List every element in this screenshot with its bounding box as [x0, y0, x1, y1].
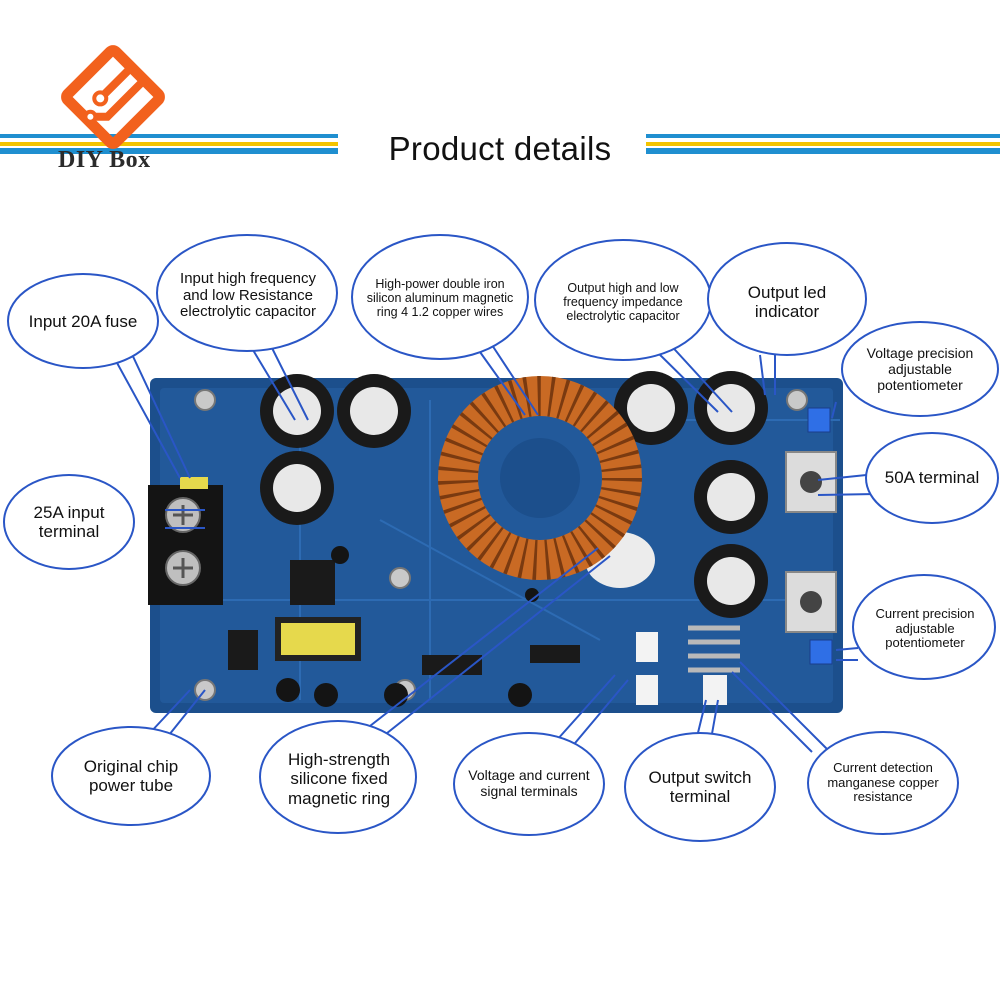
callout-power-tube: Original chip power tube: [83, 756, 179, 795]
brand-name: DIY Box: [58, 147, 151, 173]
callout-output-capacitor: Output high and low frequency impedance …: [563, 281, 683, 323]
callout-silicone-ring: High-strength silicone fixed magnetic ri…: [287, 750, 391, 808]
header-stripe-right: [646, 134, 1000, 158]
callout-50a-terminal: 50A terminal: [884, 468, 980, 488]
callout-magnetic-ring: High-power double iron silicon aluminum …: [366, 277, 514, 319]
callout-shunt-resistance: Current detection manganese copper resis…: [827, 760, 939, 805]
callout-signal-terminals: Voltage and current signal terminals: [468, 767, 590, 799]
potentiometers: [807, 407, 833, 665]
callout-switch-terminal: Output switch terminal: [648, 767, 752, 806]
callout-bubbles: [3, 234, 999, 842]
input-terminal-block: [148, 477, 223, 605]
callout-current-potentiometer: Current precision adjustable potentiomet…: [875, 606, 975, 651]
callout-output-led: Output led indicator: [747, 282, 827, 321]
callout-input-capacitor: Input high frequency and low Resistance …: [180, 269, 316, 321]
callout-input-terminal: 25A input terminal: [33, 502, 105, 541]
callout-voltage-potentiometer: Voltage precision adjustable potentiomet…: [866, 345, 974, 393]
callout-input-fuse: Input 20A fuse: [28, 312, 138, 332]
page-title: Product details: [388, 130, 612, 167]
toroid-coil: [438, 376, 655, 588]
output-terminals: [785, 451, 837, 633]
brand-logo-icon: [61, 45, 165, 149]
header-stripe-left: [0, 134, 338, 158]
